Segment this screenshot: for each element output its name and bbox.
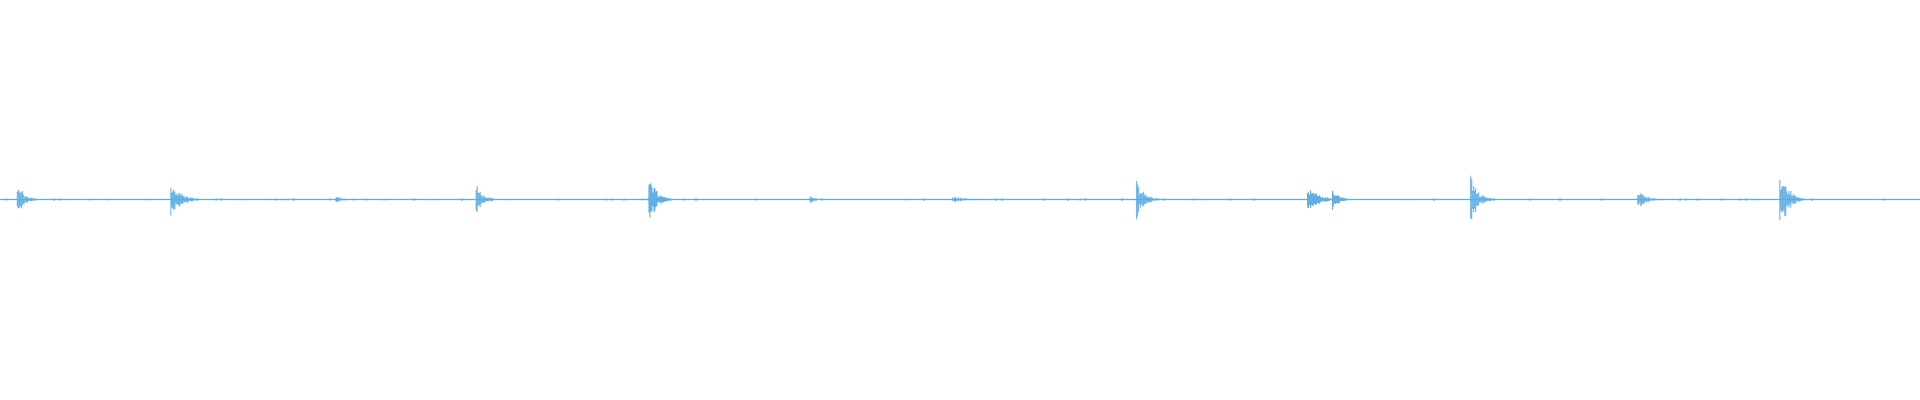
waveform-burst xyxy=(1136,180,1161,220)
waveform-burst xyxy=(475,186,496,212)
waveform-burst xyxy=(1637,193,1662,207)
waveform-burst xyxy=(648,183,673,218)
waveform-burst xyxy=(335,197,352,203)
waveform-burst xyxy=(170,187,198,216)
waveform-burst xyxy=(809,196,822,204)
waveform-burst xyxy=(16,189,37,209)
waveform-burst xyxy=(1470,175,1495,220)
waveform-burst xyxy=(1779,179,1804,221)
waveform-burst xyxy=(1331,190,1352,210)
waveform-burst xyxy=(951,197,991,203)
waveform-burst xyxy=(1307,190,1339,209)
waveform-peaks xyxy=(5,175,1885,221)
